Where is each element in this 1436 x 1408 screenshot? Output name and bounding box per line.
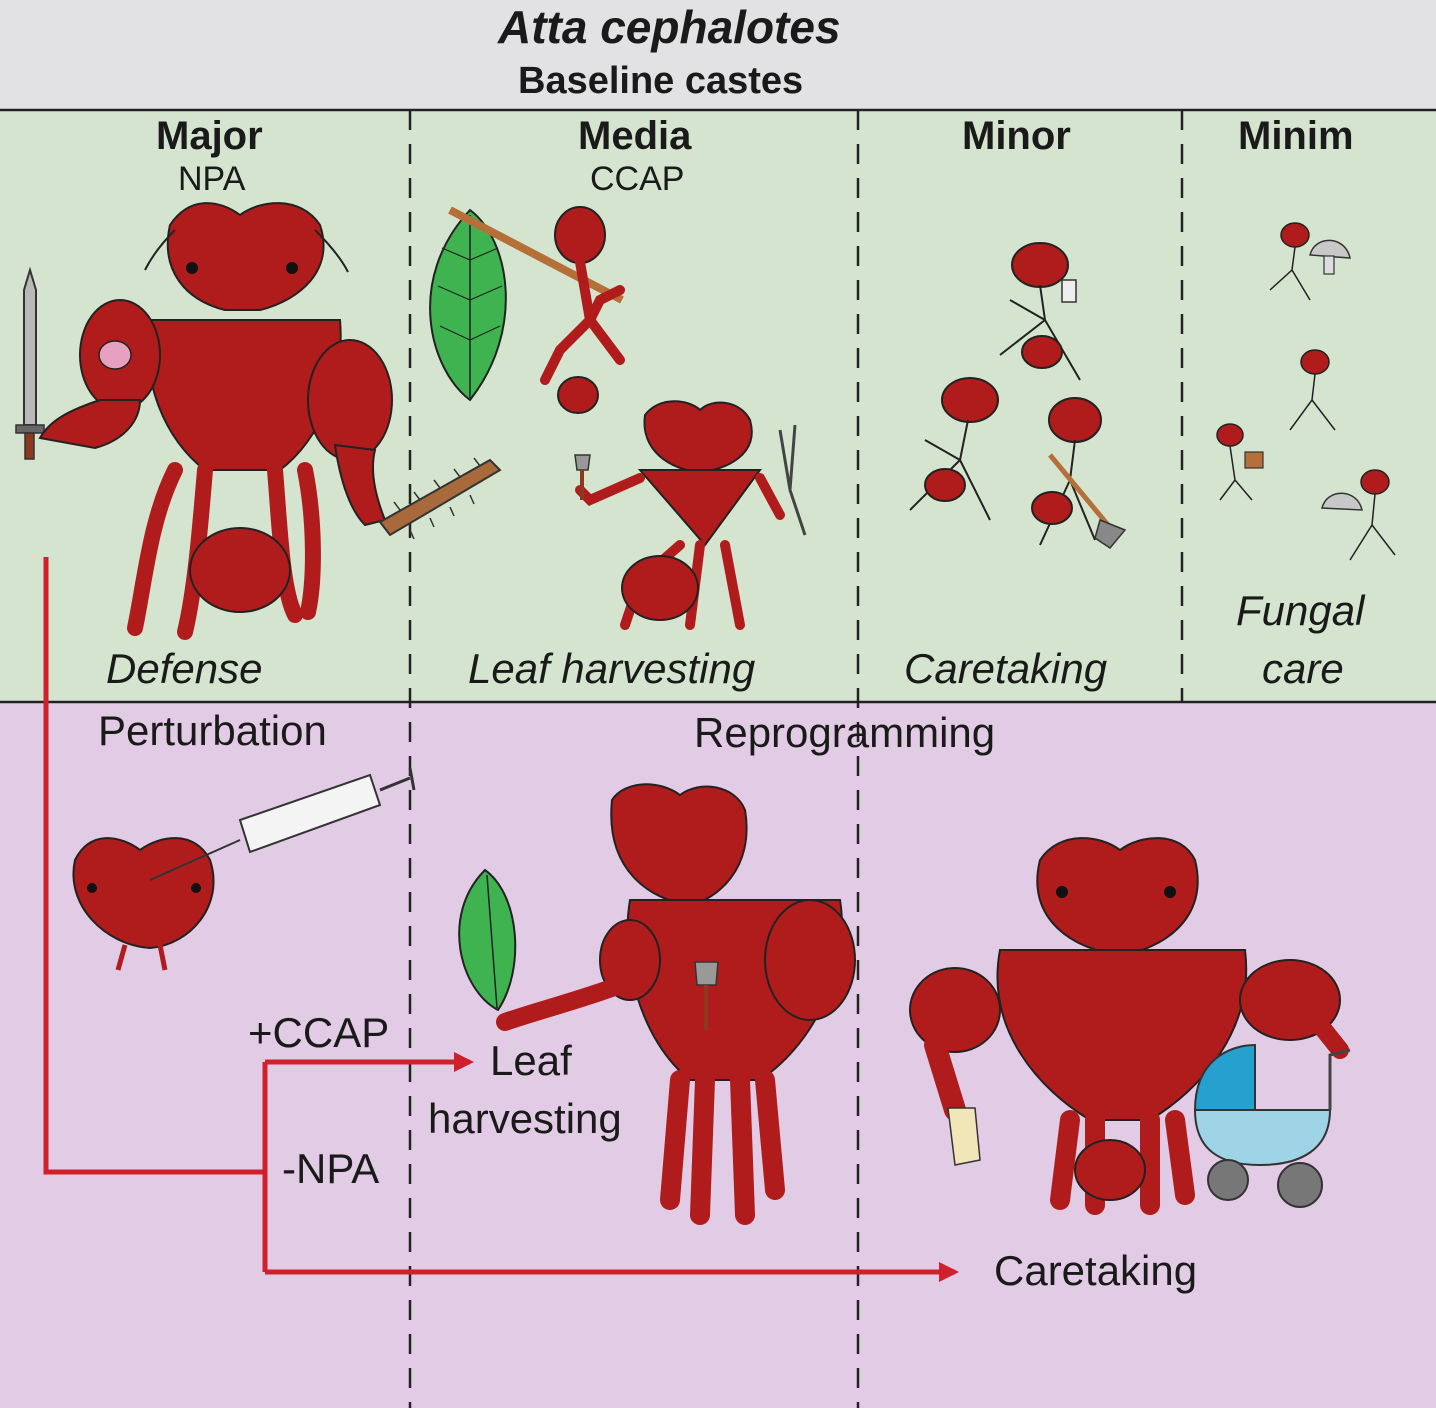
major-to-branch-line (43, 557, 265, 1175)
leaf-icon (458, 868, 517, 1012)
reprogrammed-caretaking-major-illustration (909, 837, 1351, 1215)
caste-name-media: Media (578, 114, 692, 158)
baby-bottle-icon (1061, 279, 1077, 303)
role-fungal-care-line1: Fungal (1236, 587, 1365, 634)
outcome-leaf-harvesting-line1: Leaf (490, 1037, 572, 1084)
axe-icon (574, 454, 591, 500)
mushroom-icon (1309, 239, 1351, 275)
caste-name-minor: Minor (962, 114, 1071, 158)
stroller-icon (1193, 1043, 1351, 1208)
hormone-label-npa: NPA (178, 160, 246, 198)
caste-name-minim: Minim (1238, 114, 1354, 158)
outcome-caretaking: Caretaking (994, 1247, 1198, 1294)
shovel-icon (1048, 453, 1127, 549)
injected-head-illustration (72, 767, 416, 971)
sword-icon (15, 266, 45, 460)
reprogramming-label: Reprogramming (694, 709, 996, 756)
axe-icon (694, 961, 719, 1030)
minim-ants-illustration (1216, 222, 1396, 561)
basket-icon (1244, 451, 1264, 469)
plus-ccap-label: +CCAP (248, 1009, 390, 1056)
reprogrammed-harvesting-major-illustration (458, 783, 856, 1225)
role-caretaking: Caretaking (904, 645, 1108, 692)
syringe-icon (149, 767, 416, 881)
diagram-subtitle: Baseline castes (518, 60, 804, 102)
pruning-shears-icon (778, 424, 807, 536)
role-defense: Defense (106, 645, 263, 692)
diagram-title: Atta cephalotes (498, 1, 841, 53)
role-leaf-harvesting: Leaf harvesting (468, 645, 756, 692)
spiked-club-icon (378, 457, 502, 540)
caste-name-major: Major (156, 114, 263, 158)
minor-ants-illustration (909, 242, 1127, 549)
leaf-icon (429, 208, 507, 402)
perturbation-label: Perturbation (98, 707, 327, 754)
header-band (0, 0, 1436, 110)
media-ants-illustration (429, 206, 807, 630)
outcome-leaf-harvesting-line2: harvesting (428, 1095, 622, 1142)
perturbation-flow-arrows (43, 557, 959, 1282)
hormone-label-ccap: CCAP (590, 160, 685, 198)
role-fungal-care-line2: care (1262, 645, 1344, 692)
minus-npa-label: -NPA (282, 1145, 380, 1192)
major-ant-illustration (15, 202, 502, 640)
